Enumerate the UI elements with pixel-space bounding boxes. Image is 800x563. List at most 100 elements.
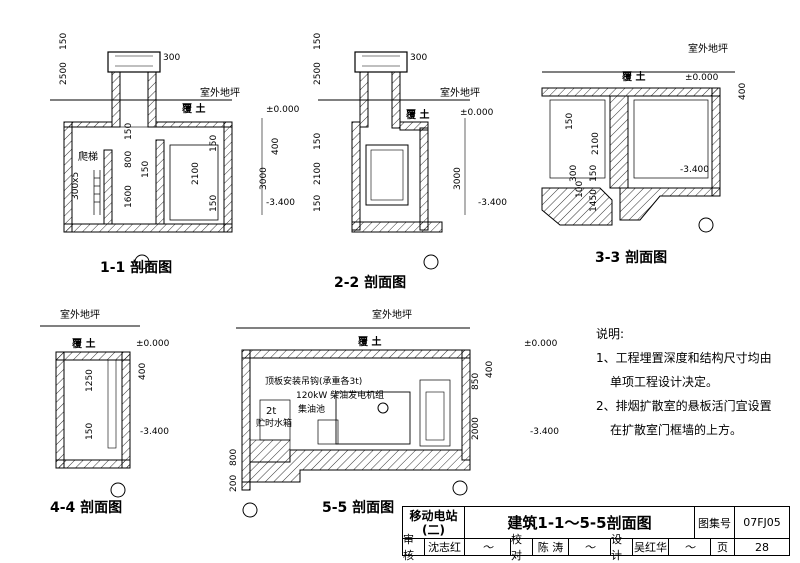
gen-label: 120kW 柴油发电机组 bbox=[296, 389, 384, 401]
dim-label: 150 bbox=[313, 195, 323, 212]
ground-label: 室外地坪 bbox=[200, 86, 240, 99]
dim-label: 850 bbox=[471, 373, 481, 390]
soil-label: 覆 土 bbox=[406, 108, 429, 121]
ground-label: 室外地坪 bbox=[688, 42, 728, 55]
level-mark: ±0.000 bbox=[136, 339, 170, 349]
floor-slab bbox=[63, 223, 233, 233]
dim-label: 150 bbox=[589, 165, 599, 182]
oil-pool bbox=[317, 419, 339, 445]
dim-label: 300 bbox=[569, 165, 579, 182]
ladder-label: 爬梯 bbox=[78, 150, 98, 163]
section-4-4: 室外地坪 覆 土 ±0.000 -3.400 1250 150 400 4-4 … bbox=[40, 308, 170, 516]
level-mark: -3.400 bbox=[266, 198, 295, 208]
page-label: 页 bbox=[711, 539, 735, 555]
soil-label: 覆 土 bbox=[182, 102, 205, 115]
designer: 吴红华 bbox=[634, 539, 669, 555]
dim-label: 400 bbox=[738, 83, 748, 100]
note-line: 2、排烟扩散室的悬板活门宜设置 bbox=[596, 399, 772, 413]
designer-signature: 〜 bbox=[669, 539, 711, 555]
ground-label: 室外地坪 bbox=[440, 86, 480, 99]
section-5-5: 室外地坪 覆 土 ±0.000 -3.400 顶板安装吊钩(承重各3t) 120… bbox=[229, 308, 559, 518]
design-label: 设计 bbox=[611, 533, 633, 562]
dim-label: 150 bbox=[209, 195, 219, 212]
dim-label: 150 bbox=[124, 123, 134, 140]
tank-cap: 2t bbox=[266, 406, 276, 417]
reviewer-signature: 〜 bbox=[465, 539, 511, 555]
notes-title: 说明: bbox=[596, 327, 625, 341]
section-3-3: 室外地坪 覆 土 ±0.000 -3.400 150 2100 300 150 … bbox=[541, 42, 748, 266]
level-mark: ±0.000 bbox=[524, 339, 558, 349]
shaft-cap bbox=[107, 51, 161, 73]
dim-label: 300 bbox=[410, 53, 427, 63]
dim-label: 2100 bbox=[591, 132, 601, 155]
dim-label: 2500 bbox=[313, 62, 323, 85]
pool-label: 集油池 bbox=[298, 403, 325, 415]
note-line: 在扩散室门框墙的上方。 bbox=[610, 423, 743, 437]
section-1-1: 室外地坪 覆 土 爬梯 300x5 150 2500 150 800 1600 … bbox=[50, 33, 240, 276]
atlas-no: 07FJ05 bbox=[735, 507, 789, 539]
dim-label: 150 bbox=[313, 33, 323, 50]
door-opening bbox=[169, 144, 219, 221]
ground-label: 室外地坪 bbox=[60, 308, 100, 321]
project-name: 移动电站 bbox=[409, 508, 458, 523]
dim-label: 3000 bbox=[453, 167, 463, 190]
dim-label: 2100 bbox=[313, 162, 323, 185]
dim-label: 1250 bbox=[85, 369, 95, 392]
caption-3-3: 3-3 剖面图 bbox=[595, 249, 667, 266]
level-mark: ±0.000 bbox=[460, 108, 494, 118]
soil-label: 覆 土 bbox=[72, 337, 95, 350]
dim-label: 150 bbox=[59, 33, 69, 50]
reviewer: 沈志红 bbox=[425, 539, 465, 555]
dim-label: 800 bbox=[124, 151, 134, 168]
dim-label: 300 bbox=[163, 53, 180, 63]
dim-label: 400 bbox=[271, 138, 281, 155]
dim-label: 400 bbox=[485, 361, 495, 378]
project-sub: (二) bbox=[422, 522, 445, 537]
notes-block: 说明: 1、工程埋置深度和结构尺寸均由 单项工程设计决定。 2、排烟扩散室的悬板… bbox=[596, 322, 791, 442]
ground-label: 室外地坪 bbox=[372, 308, 412, 321]
dim-label: 100 bbox=[575, 181, 585, 198]
dim-label: 150 bbox=[209, 135, 219, 152]
dim-label: 150 bbox=[141, 161, 151, 178]
caption-2-2: 2-2 剖面图 bbox=[334, 274, 406, 291]
checker: 陈 涛 bbox=[533, 539, 569, 555]
caption-4-4: 4-4 剖面图 bbox=[50, 499, 122, 516]
note-line: 1、工程埋置深度和结构尺寸均由 bbox=[596, 351, 772, 365]
dim-label: 150 bbox=[313, 133, 323, 150]
ladder-dim: 300x5 bbox=[71, 172, 81, 200]
title-block: 移动电站 (二) 建筑1-1～5-5剖面图 图集号 07FJ05 审核 沈志红 … bbox=[402, 506, 790, 562]
level-mark: ±0.000 bbox=[685, 73, 719, 83]
soil-label: 覆 土 bbox=[358, 335, 381, 348]
dim-label: 2100 bbox=[191, 162, 201, 185]
soil-label: 覆 土 bbox=[622, 70, 645, 83]
checker-signature: 〜 bbox=[569, 539, 611, 555]
review-label: 审核 bbox=[403, 533, 425, 562]
generator-set bbox=[335, 391, 411, 445]
dim-label: 200 bbox=[229, 475, 239, 492]
level-mark: -3.400 bbox=[478, 198, 507, 208]
blast-door bbox=[370, 149, 404, 201]
dim-label: 2500 bbox=[59, 62, 69, 85]
level-mark: ±0.000 bbox=[266, 105, 300, 115]
dim-label: 1450 bbox=[589, 189, 599, 212]
dim-label: 2000 bbox=[471, 417, 481, 440]
level-mark: -3.400 bbox=[680, 165, 709, 175]
dim-label: 400 bbox=[138, 363, 148, 380]
page-no: 28 bbox=[755, 540, 769, 554]
water-tank bbox=[259, 399, 291, 441]
dim-label: 800 bbox=[229, 449, 239, 466]
section-2-2: ±0.000 -3.400 400 3000 150 2500 150 2100… bbox=[259, 33, 507, 291]
dim-label: 150 bbox=[565, 113, 575, 130]
drawing-title: 建筑1-1～5-5剖面图 bbox=[465, 507, 695, 539]
dim-label: 3000 bbox=[259, 167, 269, 190]
check-label: 校对 bbox=[511, 533, 533, 562]
hook-label: 顶板安装吊钩(承重各3t) bbox=[265, 375, 362, 387]
level-mark: -3.400 bbox=[140, 427, 169, 437]
note-line: 单项工程设计决定。 bbox=[610, 375, 719, 389]
dim-label: 1600 bbox=[124, 185, 134, 208]
caption-5-5: 5-5 剖面图 bbox=[322, 499, 394, 516]
tank-label: 贮时水箱 bbox=[256, 417, 292, 429]
caption-1-1: 1-1 剖面图 bbox=[100, 259, 172, 276]
dim-label: 150 bbox=[85, 423, 95, 440]
